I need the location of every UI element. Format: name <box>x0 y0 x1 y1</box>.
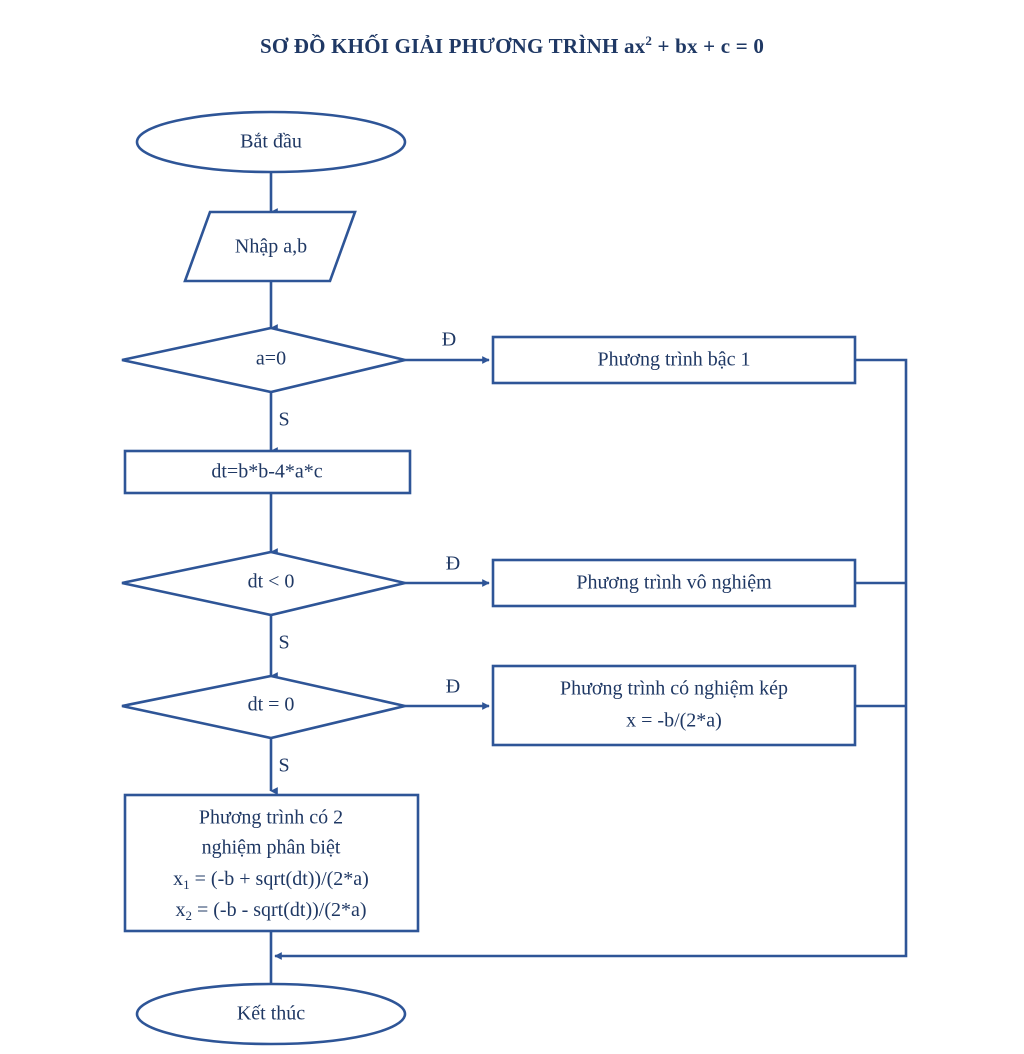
node-decision-dt-zero[interactable]: dt = 0 <box>121 674 406 740</box>
two-roots-line3: x1 = (-b + sqrt(dt))/(2*a) <box>173 868 369 892</box>
two-roots-x2-var: x <box>175 899 185 921</box>
decision-dt-negative-label: dt < 0 <box>248 571 295 593</box>
input-label: Nhập a,b <box>235 236 307 258</box>
two-roots-x2-sub: 2 <box>185 908 192 923</box>
edge-label-decision-a-no: S <box>278 409 289 431</box>
two-roots-line2: nghiệm phân biệt <box>202 837 341 859</box>
node-two-roots[interactable]: Phương trình có 2 nghiệm phân biệt x1 = … <box>123 793 420 933</box>
edge-label-decision-dtneg-no: S <box>278 632 289 654</box>
edge-label-decision-dtneg-yes: Đ <box>446 553 460 575</box>
node-double-root[interactable]: Phương trình có nghiệm kép x = -b/(2*a) <box>491 664 857 747</box>
start-ellipse <box>135 110 407 174</box>
no-root-box <box>491 558 857 608</box>
node-decision-dt-negative[interactable]: dt < 0 <box>121 550 406 617</box>
edge-label-decision-dtzero-no: S <box>278 755 289 777</box>
node-no-root[interactable]: Phương trình vô nghiệm <box>491 558 857 608</box>
page-title: SƠ ĐỒ KHỐI GIẢI PHƯƠNG TRÌNH ax2 + bx + … <box>260 33 764 58</box>
linear-equation-box <box>491 335 857 385</box>
decision-dt-zero-diamond <box>121 674 406 740</box>
node-start[interactable]: Bắt đầu <box>135 110 407 174</box>
page-title-tail: + bx + c = 0 <box>652 34 764 58</box>
two-roots-box <box>123 793 420 933</box>
decision-a-diamond <box>121 326 406 394</box>
edge-label-decision-dtzero-yes: Đ <box>446 676 460 698</box>
node-linear-equation[interactable]: Phương trình bậc 1 <box>491 335 857 385</box>
compute-dt-box <box>123 449 412 495</box>
end-ellipse <box>135 982 407 1046</box>
no-root-label: Phương trình vô nghiệm <box>576 572 772 594</box>
end-label: Kết thúc <box>237 1003 305 1025</box>
two-roots-x2-rest: = (-b - sqrt(dt))/(2*a) <box>192 899 367 921</box>
node-compute-dt[interactable]: dt=b*b-4*a*c <box>123 449 412 495</box>
compute-dt-label: dt=b*b-4*a*c <box>211 461 322 483</box>
two-roots-line4: x2 = (-b - sqrt(dt))/(2*a) <box>175 899 366 923</box>
double-root-line2: x = -b/(2*a) <box>626 710 722 732</box>
two-roots-x1-rest: = (-b + sqrt(dt))/(2*a) <box>190 868 369 890</box>
decision-a-label: a=0 <box>256 348 286 370</box>
page-title-superscript: 2 <box>645 33 652 48</box>
double-root-box <box>491 664 857 747</box>
linear-equation-label: Phương trình bậc 1 <box>597 349 750 371</box>
start-label: Bắt đầu <box>240 131 302 153</box>
input-parallelogram <box>183 210 357 283</box>
node-end[interactable]: Kết thúc <box>135 982 407 1046</box>
decision-dt-negative-diamond <box>121 550 406 617</box>
node-decision-a[interactable]: a=0 <box>121 326 406 394</box>
page-title-main: SƠ ĐỒ KHỐI GIẢI PHƯƠNG TRÌNH ax <box>260 34 646 58</box>
node-input[interactable]: Nhập a,b <box>183 210 357 283</box>
edge-label-decision-a-yes: Đ <box>442 329 456 351</box>
edge-return-rail-main <box>274 358 908 960</box>
two-roots-x1-sub: 1 <box>183 877 190 892</box>
two-roots-x1-var: x <box>173 868 183 890</box>
decision-dt-zero-label: dt = 0 <box>248 694 295 716</box>
two-roots-line1: Phương trình có 2 <box>199 807 343 829</box>
double-root-line1: Phương trình có nghiệm kép <box>560 678 788 700</box>
